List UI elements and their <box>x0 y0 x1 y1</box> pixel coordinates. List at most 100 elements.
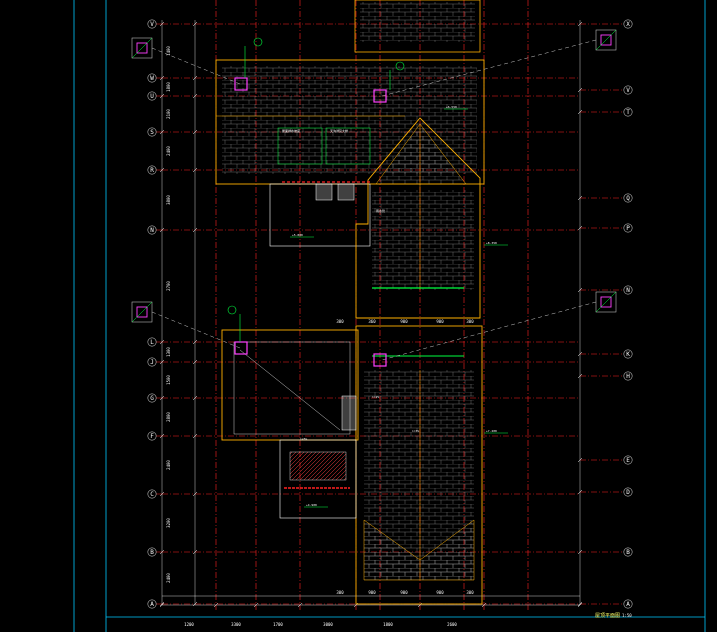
upper-roof <box>215 0 485 319</box>
dim-tick-left2-12 <box>192 601 198 607</box>
leader-ur-1 <box>381 39 597 97</box>
downpipe-marker-2 <box>373 89 387 103</box>
detail-box-inner-0 <box>136 42 148 54</box>
left-dim-text-7: 1500 <box>166 375 171 385</box>
dim-tick-left-0 <box>159 21 165 27</box>
left-axis-bubble-J <box>147 357 157 367</box>
inner-top-dim-0: 300 <box>336 319 344 324</box>
inner-bottom-dim-1: 900 <box>368 590 376 595</box>
left-dim-text-1: 1800 <box>166 82 171 92</box>
inner-top-dim-2: 900 <box>400 319 408 324</box>
level-texts: +8.350 +7.200 +6.550 +5.800 +4.900 <box>290 105 508 508</box>
dim-tick-left2-7 <box>192 359 198 365</box>
detail-box-3 <box>595 291 617 313</box>
left-axis-bubble-V <box>147 19 157 29</box>
dim-tick-bottom-6 <box>481 602 487 608</box>
dim-tick-bottom-1 <box>213 602 219 608</box>
detail-box-1 <box>595 29 617 51</box>
level-bubble-1 <box>253 37 263 47</box>
left-axis-label-L: L <box>150 339 154 346</box>
leader-lr-1 <box>381 301 597 361</box>
right-axis-label-D: D <box>626 489 630 496</box>
left-axis-label-B: B <box>150 549 154 556</box>
left-axis-label-V: V <box>150 21 154 28</box>
dim-tick-left-8 <box>159 395 165 401</box>
right-axis-bubble-X <box>623 19 633 29</box>
dim-tick-right-9 <box>577 489 583 495</box>
inner-top-dim-3: 900 <box>436 319 444 324</box>
dim-tick-left-10 <box>159 491 165 497</box>
dim-tick-left-2 <box>159 93 165 99</box>
left-axis-label-F: F <box>150 433 154 440</box>
bottom-dim-text-4: 1800 <box>383 622 393 627</box>
level-text-3: +5.800 <box>292 233 303 237</box>
left-dim-text-6: 1300 <box>166 347 171 357</box>
level-text-0: +8.350 <box>486 241 497 245</box>
left-axis-bubble-G <box>147 393 157 403</box>
left-axis-bubble-F <box>147 431 157 441</box>
left-axis-label-A: A <box>150 601 154 608</box>
downpipe-marker-4 <box>373 353 387 367</box>
left-dim-text-10: 3200 <box>166 518 171 528</box>
dimension-ticks <box>159 21 583 608</box>
left-axis-bubble-C <box>147 489 157 499</box>
left-axis-bubble-A <box>147 599 157 609</box>
lower-skylight <box>341 395 357 431</box>
note-text-2: 雨水管 <box>376 208 385 213</box>
right-axis-label-T: T <box>626 109 630 116</box>
left-axis-label-R: R <box>150 167 154 174</box>
level-text-4: +4.900 <box>306 503 317 507</box>
upper-skylight-1 <box>315 183 333 201</box>
upper-hip-gable <box>375 123 467 185</box>
left-axis-bubble-U <box>147 91 157 101</box>
left-dim-text-2: 2100 <box>166 109 171 119</box>
drawing-scale: 1:50 <box>622 613 632 618</box>
leader-ll-1 <box>151 311 241 349</box>
upper-hip-wing <box>355 117 481 319</box>
left-axis-label-G: G <box>150 395 154 402</box>
right-axis-bubble-K <box>623 349 633 359</box>
left-axis-bubble-B <box>147 547 157 557</box>
dim-tick-left2-2 <box>192 93 198 99</box>
downpipe-markers <box>234 77 387 367</box>
dim-tick-right-10 <box>577 549 583 555</box>
level-text-2: +6.550 <box>446 105 457 109</box>
upper-partition-right <box>325 127 371 165</box>
upper-skylight-2 <box>337 183 355 201</box>
right-axis-bubble-P <box>623 223 633 233</box>
right-axis-bubble-N <box>623 285 633 295</box>
note-text-5: i=5% <box>300 437 307 441</box>
right-axis-label-V: V <box>626 87 630 94</box>
dim-tick-left2-10 <box>192 491 198 497</box>
detail-box-diag-0 <box>131 37 153 59</box>
detail-box-diag-1 <box>595 29 617 51</box>
right-axis-bubble-D <box>623 487 633 497</box>
dim-tick-left2-3 <box>192 129 198 135</box>
upper-partition-left <box>277 127 323 165</box>
dim-tick-left2-6 <box>192 339 198 345</box>
right-axis-bubble-E <box>623 455 633 465</box>
lower-roof <box>221 325 483 605</box>
dim-tick-left-7 <box>159 359 165 365</box>
inner-bottom-dim-0: 300 <box>336 590 344 595</box>
dim-tick-right-0 <box>577 21 583 27</box>
left-axis-label-W: W <box>150 75 154 82</box>
note-text-4: i=3% <box>412 429 419 433</box>
sheet-frame <box>73 0 706 632</box>
right-axis-bubble-A <box>623 599 633 609</box>
dim-tick-bottom-7 <box>577 602 583 608</box>
detail-box-inner-3 <box>600 296 612 308</box>
drawing-title: 屋顶平面图 <box>595 613 620 619</box>
left-axis-label-C: C <box>150 491 154 498</box>
right-axis-label-B: B <box>626 549 630 556</box>
left-dim-text-11: 2400 <box>166 573 171 583</box>
bottom-dim-text-3: 3000 <box>323 622 333 627</box>
level-text-1: +7.200 <box>486 429 497 433</box>
dim-tick-left-11 <box>159 549 165 555</box>
upper-top-band-tiles <box>360 2 475 42</box>
left-dim-text-8: 2800 <box>166 412 171 422</box>
left-axis-label-U: U <box>150 93 154 100</box>
